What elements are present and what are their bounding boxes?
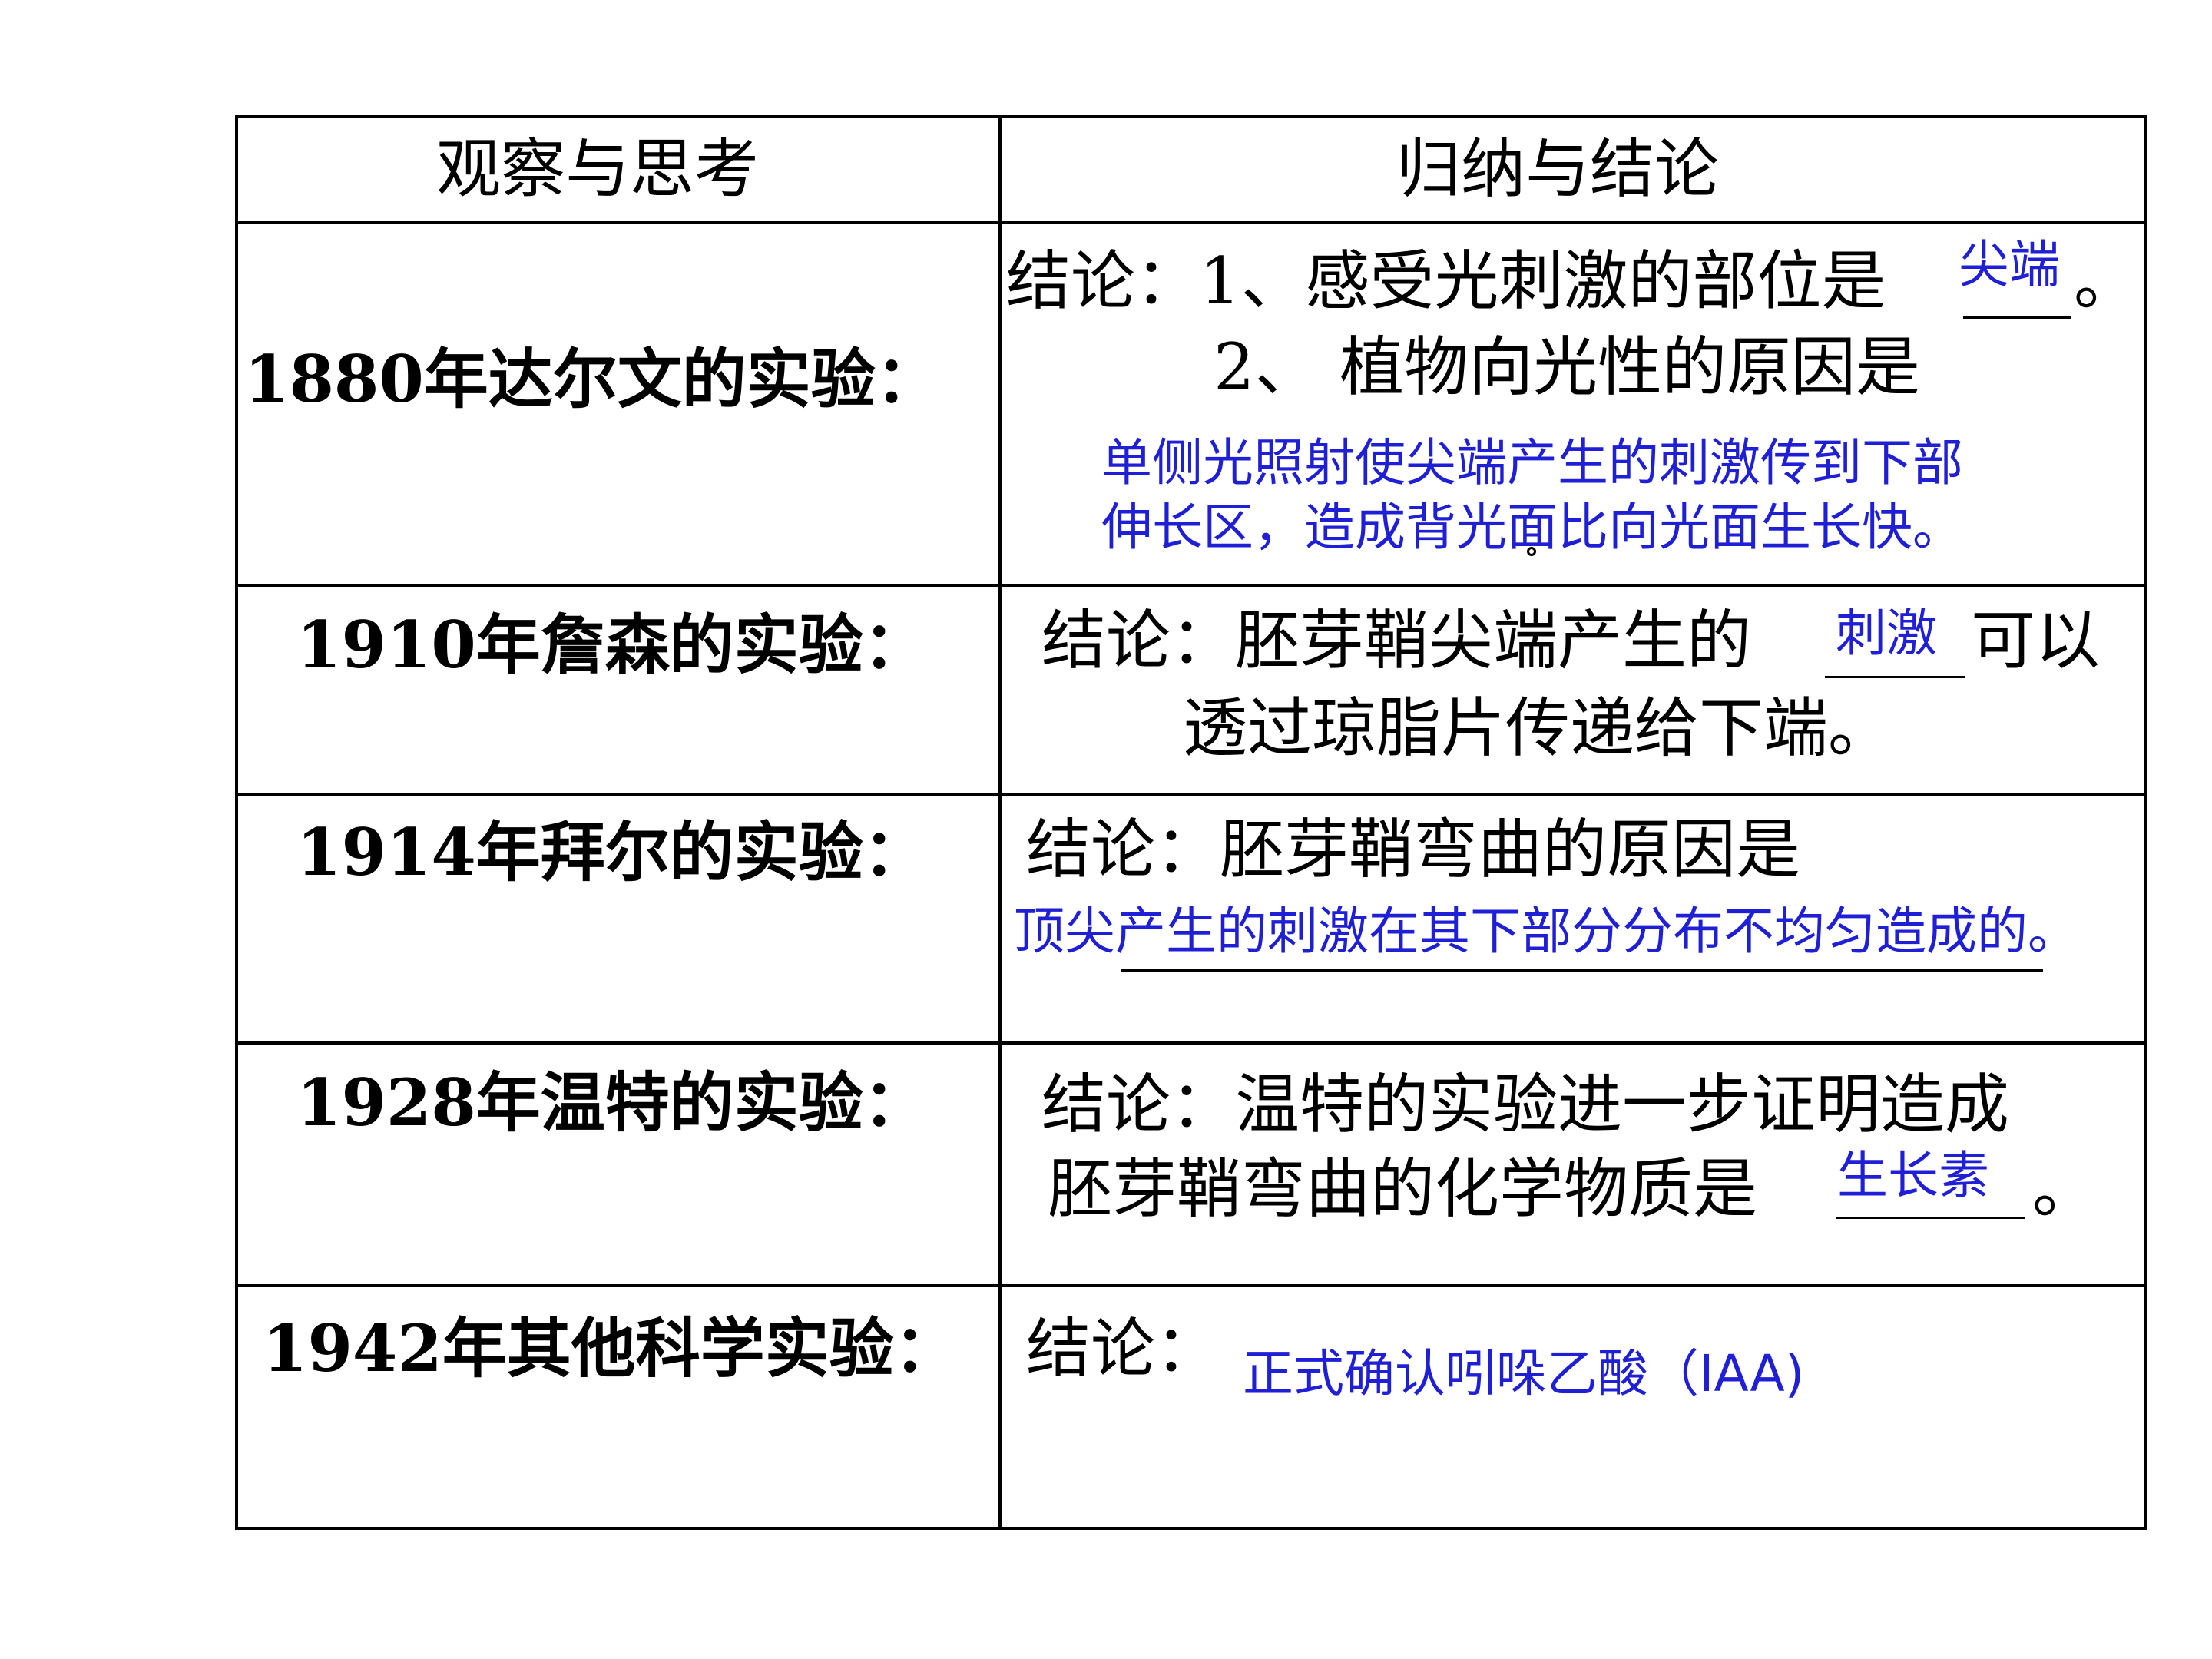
other-answer: 正式确认吲哚乙酸（IAA): [1243, 1344, 1805, 1403]
darwin-answer-2-line1: 单侧光照射使尖端产生的刺激传到下部: [1101, 433, 1963, 492]
other-conclusion-prefix: 结论：: [1026, 1311, 1220, 1386]
went-blank: [1836, 1217, 2025, 1219]
went-conclusion-line1: 结论：温特的实验进一步证明造成: [1041, 1067, 2010, 1142]
row-label-paal: 1914年拜尔的实验：: [296, 814, 928, 890]
darwin-answer-1: 尖端: [1959, 235, 2060, 294]
went-conclusion-line2-end: 。: [2032, 1151, 2098, 1227]
paal-conclusion-line1: 结论：胚芽鞘弯曲的原因是: [1026, 812, 1801, 887]
darwin-conclusion-1: 结论：1、感受光刺激的部位是: [1006, 243, 1886, 319]
header-conclusion: 归纳与结论: [1396, 131, 1720, 207]
jensen-conclusion-line1-prefix: 结论：胚芽鞘尖端产生的: [1041, 603, 1752, 678]
jensen-answer: 刺激: [1836, 604, 1937, 663]
went-conclusion-line2-prefix: 胚芽鞘弯曲的化学物质是: [1048, 1151, 1758, 1227]
darwin-blank-1: [1963, 316, 2071, 319]
darwin-conclusion-2: 2、 植物向光性的原因是: [1214, 329, 1921, 405]
darwin-period-dot: [1527, 547, 1536, 556]
row-label-other: 1942年其他科学实验：: [263, 1310, 959, 1386]
paal-blank: [1121, 969, 2043, 972]
jensen-conclusion-line2: 透过琼脂片传递给下端。: [1183, 690, 1893, 766]
jensen-conclusion-line1-suffix: 可以: [1971, 603, 2101, 678]
row-label-went: 1928年温特的实验：: [296, 1065, 928, 1141]
row-label-jensen: 1910年詹森的实验：: [296, 607, 928, 683]
header-observation: 观察与思考: [436, 131, 760, 207]
jensen-blank: [1825, 676, 1965, 678]
row-label-darwin: 1880年达尔文的实验：: [244, 341, 940, 417]
went-answer: 生长素: [1837, 1146, 1989, 1205]
darwin-answer-2-line2: 伸长区，造成背光面比向光面生长快。: [1101, 498, 1963, 557]
paal-answer: 顶尖产生的刺激在其下部分分布不均匀造成的。: [1014, 902, 2078, 961]
darwin-conclusion-1-end: 。: [2074, 243, 2139, 319]
